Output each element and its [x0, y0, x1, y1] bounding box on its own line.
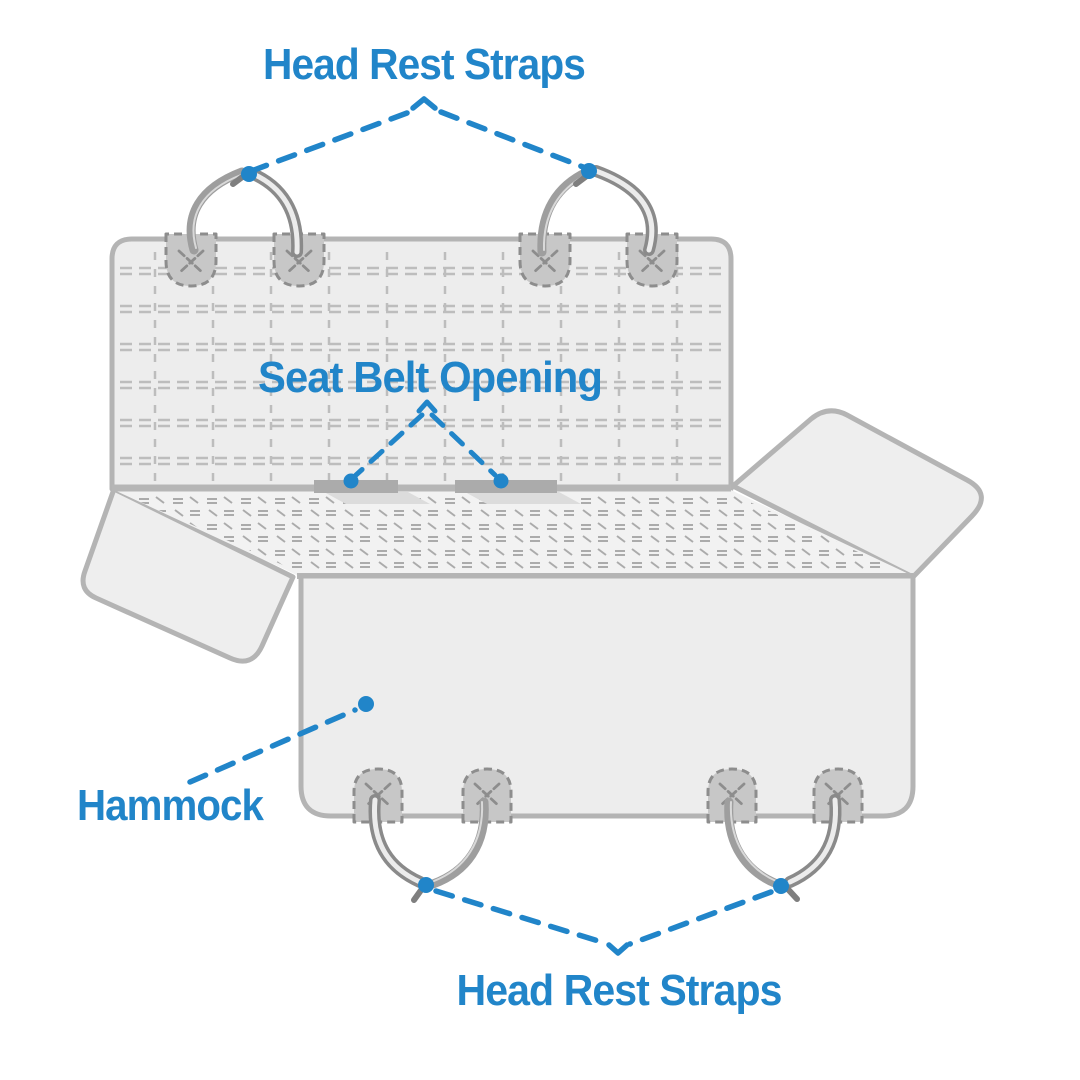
callout-dot	[241, 166, 257, 182]
callout-dot	[493, 473, 509, 489]
right-side-flap	[730, 408, 984, 580]
callout-leader-line	[187, 707, 358, 785]
x-stitch-icon	[285, 249, 313, 275]
top-strap-patches	[164, 232, 679, 288]
hammock-front-panel	[298, 573, 916, 819]
callout-chevron-icon	[410, 96, 438, 111]
seat-surface	[112, 480, 915, 579]
callout-leader-line	[429, 412, 498, 478]
x-stitch-icon	[531, 249, 559, 275]
label-head-rest-straps-bottom: Head Rest Straps	[457, 966, 782, 1015]
left-side-flap	[80, 486, 296, 664]
callout-head-rest-straps-bottom: Head Rest Straps	[418, 877, 789, 1015]
callout-chevron-icon	[606, 942, 630, 956]
callout-leader-line	[438, 109, 586, 170]
callout-dot	[358, 696, 374, 712]
callout-leader-line	[353, 412, 425, 478]
callout-hammock: Hammock	[77, 696, 374, 830]
callout-dot	[581, 163, 597, 179]
x-stitch-icon	[473, 782, 501, 808]
callout-leader-line	[433, 888, 611, 947]
callout-chevron-icon	[416, 399, 438, 414]
seat-belt-opening-shadow	[465, 492, 581, 504]
strap-patch	[164, 232, 218, 288]
bottom-headrest-straps	[368, 794, 842, 903]
callout-leader-line	[627, 889, 774, 947]
x-stitch-icon	[177, 249, 205, 275]
callouts: Head Rest Straps Seat Belt Opening Hammo…	[77, 40, 789, 1015]
strap-patch	[272, 232, 326, 288]
strap-patch	[518, 232, 572, 288]
label-seat-belt-opening: Seat Belt Opening	[258, 353, 602, 402]
x-stitch-icon	[718, 782, 746, 808]
callout-dot	[343, 473, 359, 489]
callout-head-rest-straps-top: Head Rest Straps	[241, 40, 597, 182]
seat-belt-opening-shadow	[324, 492, 430, 504]
callout-dot	[773, 878, 789, 894]
x-stitch-icon	[638, 249, 666, 275]
callout-dot	[418, 877, 434, 893]
callout-leader-line	[251, 110, 410, 173]
callout-seat-belt-opening: Seat Belt Opening	[258, 353, 603, 489]
strap-patch	[625, 232, 679, 288]
label-head-rest-straps-top: Head Rest Straps	[263, 40, 585, 89]
label-hammock: Hammock	[77, 781, 264, 830]
